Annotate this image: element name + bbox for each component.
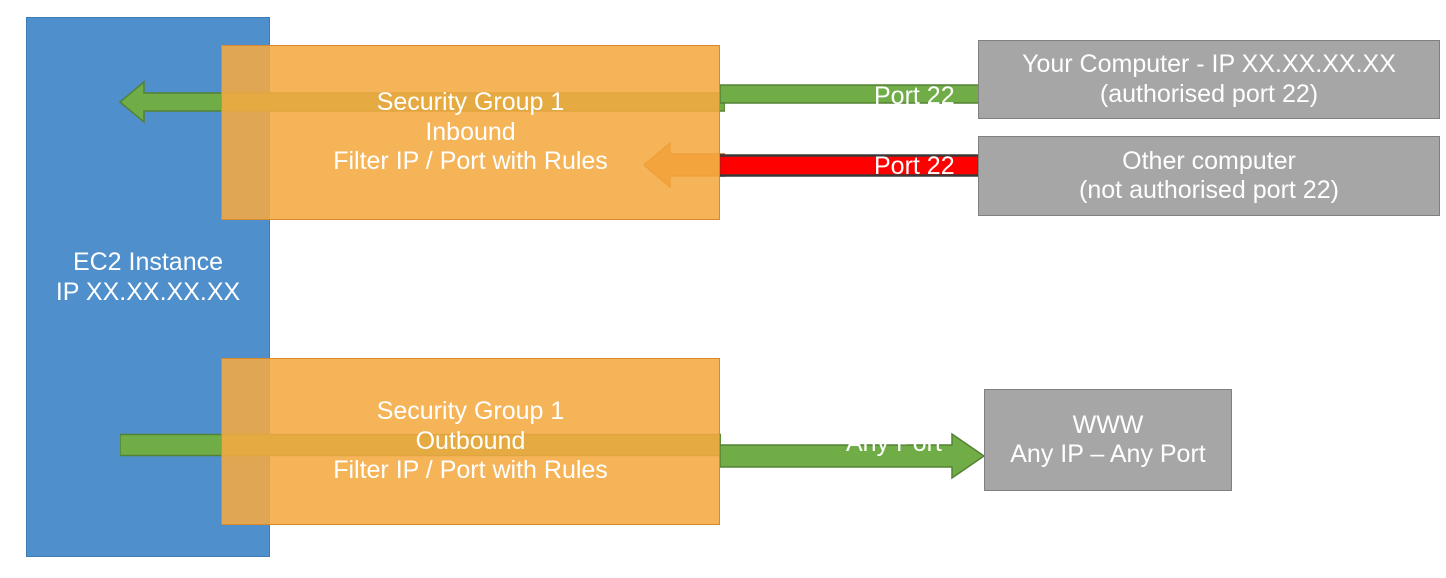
other-computer-subtitle: (not authorised port 22)	[1079, 176, 1339, 204]
your-computer-title: Your Computer - IP XX.XX.XX.XX	[1022, 50, 1396, 78]
outbound-allowed-arrow	[720, 432, 986, 480]
sg-inbound-title: Security Group 1	[376, 88, 565, 117]
www-subtitle: Any IP – Any Port	[1010, 440, 1206, 468]
www-box: WWW Any IP – Any Port	[984, 389, 1232, 491]
www-title: WWW	[1072, 410, 1144, 439]
sg-outbound-description: Filter IP / Port with Rules	[333, 456, 608, 485]
security-group-inbound-box: Security Group 1 Inbound Filter IP / Por…	[221, 45, 720, 220]
inbound-allowed-link-segment	[720, 84, 979, 104]
ec2-instance-ip: IP XX.XX.XX.XX	[55, 277, 241, 306]
sg-outbound-direction: Outbound	[415, 426, 526, 455]
your-computer-subtitle: (authorised port 22)	[1099, 79, 1319, 108]
ec2-instance-label: EC2 Instance	[72, 248, 224, 276]
inbound-blocked-link-segment	[719, 154, 979, 177]
sg-outbound-title: Security Group 1	[376, 397, 565, 426]
sg-inbound-direction: Inbound	[425, 117, 516, 146]
your-computer-box: Your Computer - IP XX.XX.XX.XX (authoris…	[978, 40, 1440, 119]
other-computer-title: Other computer	[1122, 146, 1296, 175]
other-computer-box: Other computer (not authorised port 22)	[978, 136, 1440, 216]
sg-inbound-description: Filter IP / Port with Rules	[333, 147, 608, 176]
security-group-outbound-box: Security Group 1 Outbound Filter IP / Po…	[221, 358, 720, 525]
